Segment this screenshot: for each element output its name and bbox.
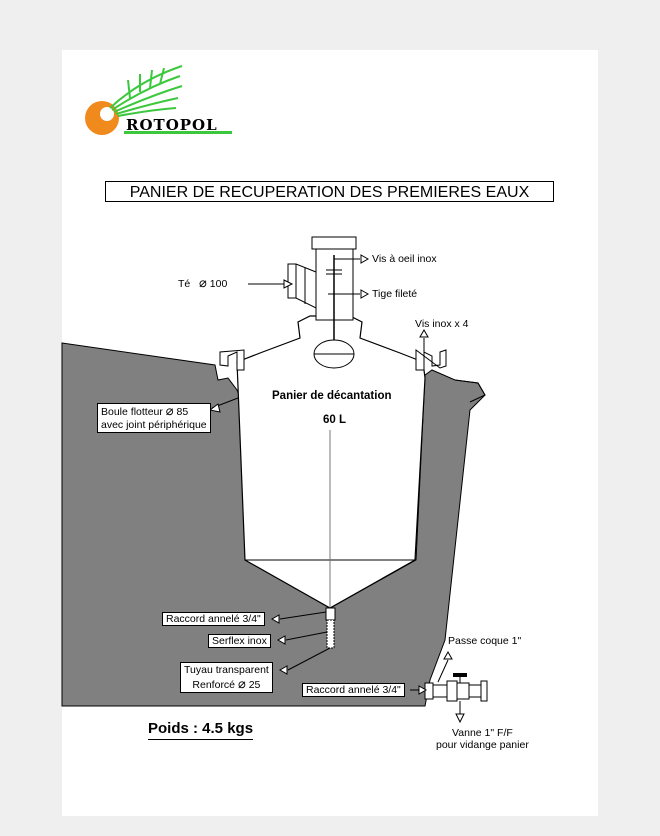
label-tige: Tige fileté (372, 288, 418, 300)
label-tuyau-text: Renforcé (192, 679, 236, 691)
label-boule-line2: avec joint périphérique (101, 419, 207, 431)
label-tuyau-line2: Renforcé ⌀ 25 (184, 677, 269, 692)
diameter-icon: ⌀ (199, 275, 207, 290)
rotopol-logo (85, 65, 232, 135)
label-tuyau: Tuyau transparent Renforcé ⌀ 25 (180, 662, 273, 693)
label-tuyau-line1: Tuyau transparent (184, 664, 269, 676)
label-raccord-bottom: Raccord annelé 3/4" (302, 683, 405, 697)
label-boule: Boule flotteur ⌀ 85 avec joint périphéri… (97, 403, 211, 433)
label-vis-oeil: Vis à oeil inox (372, 253, 437, 265)
label-boule-line1: Boule flotteur ⌀ 85 (101, 404, 207, 419)
label-panier-line2: 60 L (323, 414, 347, 426)
tee-branch (287, 263, 317, 309)
label-te: Té ⌀ 100 (178, 275, 228, 290)
label-vanne-line1: Vanne 1" F/F (452, 727, 513, 739)
tank-body (236, 315, 426, 609)
label-passe-coque: Passe coque 1" (448, 635, 522, 647)
label-boule-text: Boule flotteur (101, 406, 163, 418)
label-vanne: Vanne 1" F/F pour vidange panier (436, 727, 529, 751)
valve-assembly (424, 673, 488, 702)
leader-lines (208, 254, 465, 724)
bottom-fitting (325, 607, 336, 621)
hose (326, 619, 335, 649)
label-vis-inox: Vis inox x 4 (415, 318, 469, 330)
diameter-icon: ⌀ (165, 403, 174, 418)
weight-label: Poids : 4.5 kgs (148, 720, 254, 740)
label-te-text: Té (178, 278, 191, 290)
rim-left (219, 349, 245, 371)
label-boule-diameter: 85 (176, 406, 189, 418)
label-serflex: Serflex inox (208, 634, 271, 648)
label-panier-line1: Panier de décantation (272, 390, 392, 402)
diameter-icon: ⌀ (237, 676, 246, 691)
right-lip (454, 379, 486, 403)
diagram-title: PANIER DE RECUPERATION DES PREMIERES EAU… (105, 181, 554, 202)
label-te-diameter: 100 (209, 278, 228, 290)
label-vanne-line2: pour vidange panier (436, 739, 529, 751)
label-tuyau-diameter: 25 (248, 679, 261, 691)
rim-right (415, 349, 447, 371)
label-raccord-top: Raccord annelé 3/4" (162, 612, 265, 626)
brand-name: ROTOPOL (126, 116, 218, 134)
pipe-cap (311, 236, 357, 250)
